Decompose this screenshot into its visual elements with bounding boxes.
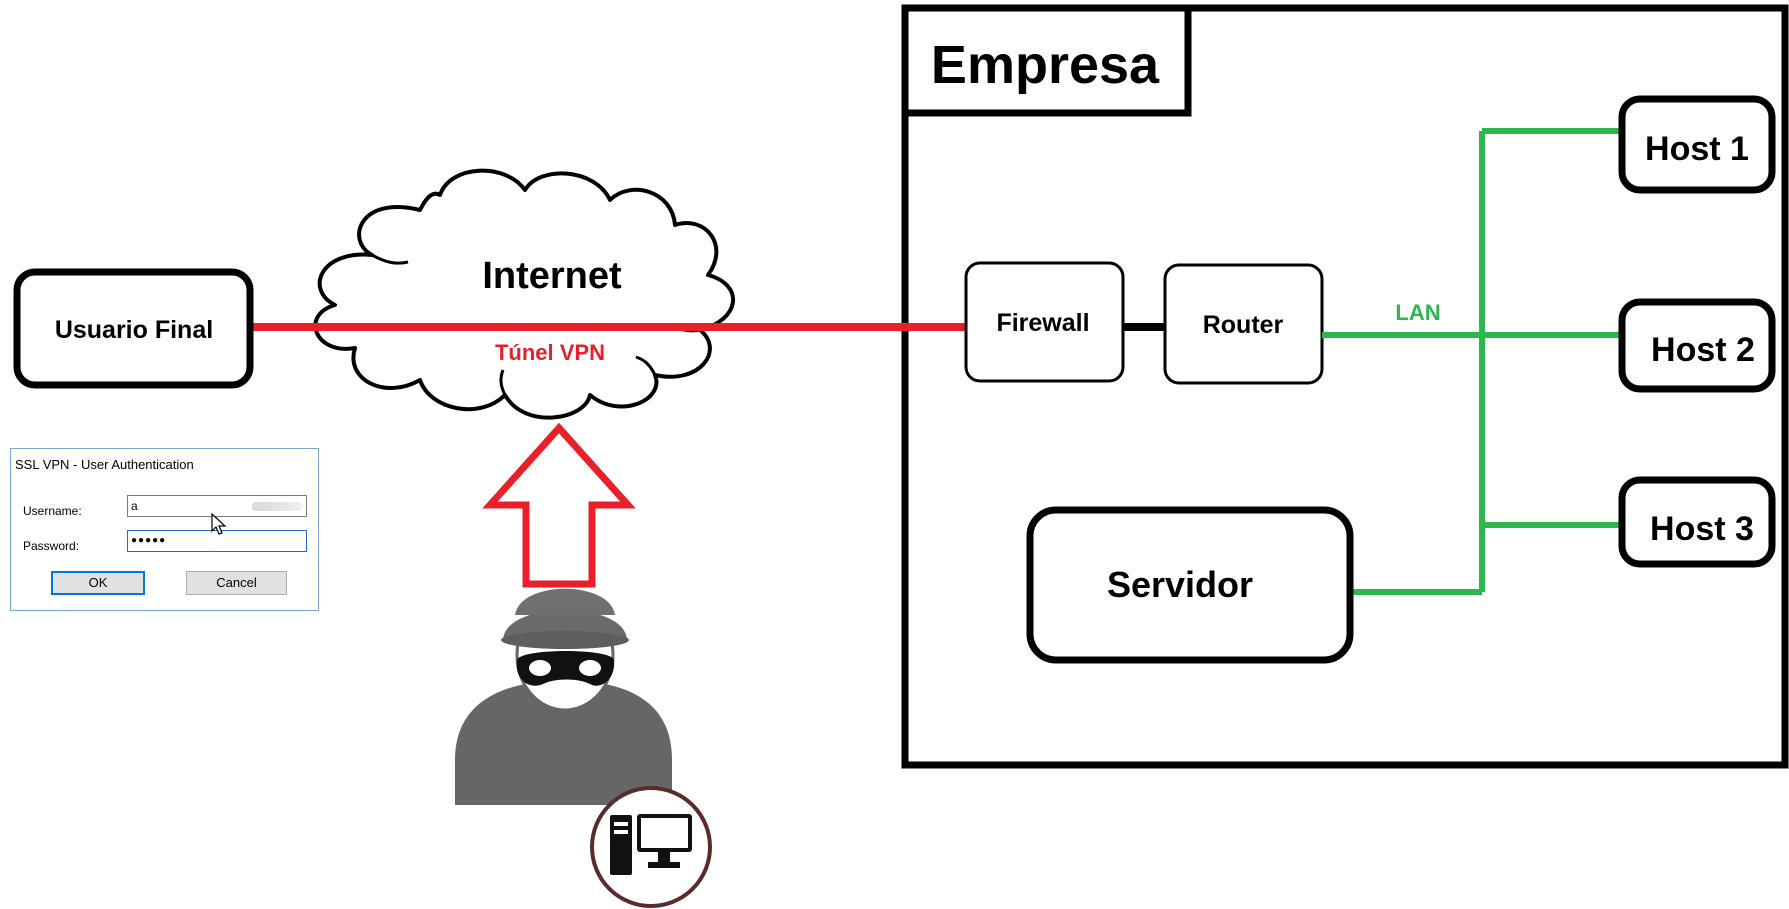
vpn-tunnel-label: Túnel VPN	[495, 340, 605, 365]
username-field[interactable]: a	[127, 495, 307, 517]
hacker-icon	[455, 588, 672, 805]
server-label: Servidor	[1107, 564, 1253, 605]
password-value: ●●●●●	[131, 535, 167, 546]
end-user-label: Usuario Final	[55, 316, 213, 344]
username-value: a	[131, 499, 138, 513]
server-box	[1026, 506, 1354, 664]
username-label: Username:	[23, 504, 82, 518]
firewall-label: Firewall	[996, 309, 1089, 337]
host-2-box	[1618, 298, 1776, 393]
cloud-icon	[313, 168, 736, 420]
host-1-box	[1618, 95, 1776, 194]
company-title: Empresa	[931, 35, 1160, 95]
lan-links	[1322, 128, 1622, 595]
host-1-label: Host 1	[1645, 130, 1749, 168]
host-3-box	[1618, 476, 1776, 568]
username-blur	[252, 502, 302, 511]
router-box	[1163, 263, 1324, 385]
password-label: Password:	[23, 539, 80, 553]
internet-label: Internet	[482, 255, 622, 297]
mouse-cursor-icon	[211, 513, 227, 535]
company-title-box	[905, 4, 1192, 117]
host-3-label: Host 3	[1650, 510, 1754, 548]
lan-label: LAN	[1395, 300, 1440, 325]
dialog-title: SSL VPN - User Authentication	[15, 457, 194, 472]
end-user-box	[13, 268, 254, 389]
ok-button[interactable]: OK	[51, 571, 145, 595]
router-label: Router	[1203, 311, 1284, 339]
computer-icon	[590, 786, 712, 908]
login-dialog: SSL VPN - User Authentication Username: …	[10, 448, 319, 611]
cancel-button[interactable]: Cancel	[186, 571, 287, 595]
up-arrow-icon	[482, 422, 636, 588]
company-box	[901, 4, 1789, 769]
firewall-box	[964, 261, 1125, 383]
host-2-label: Host 2	[1651, 331, 1755, 369]
